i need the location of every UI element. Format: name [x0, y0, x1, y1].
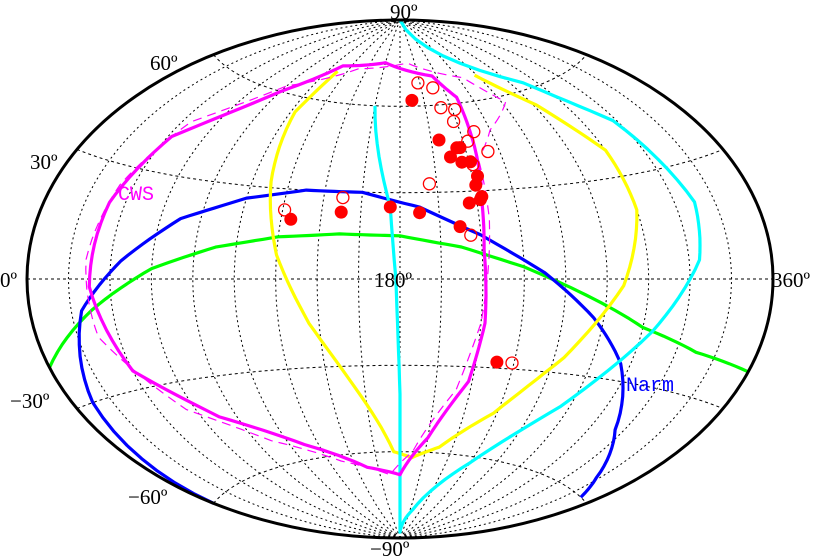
lon-180-label: 180º: [374, 268, 413, 292]
data-points: [277, 76, 519, 370]
open-point-0: [277, 203, 292, 217]
curve-5: [85, 62, 507, 476]
curve-1: [77, 188, 625, 505]
open-point-10: [461, 134, 475, 148]
meridian-80: [192, 19, 401, 539]
filled-point-3: [413, 206, 427, 220]
filled-point-8: [453, 141, 467, 155]
great-circle-curves: [48, 19, 749, 534]
filled-point-0: [284, 212, 298, 226]
lon-360-label: 360º: [772, 268, 811, 292]
open-point-8: [434, 101, 448, 115]
cws-label: CWS: [118, 184, 154, 207]
meridian-20: [67, 19, 401, 539]
filled-point-14: [475, 190, 489, 204]
lat-minus-30-label: −30º: [10, 389, 50, 413]
open-point-7: [426, 81, 440, 95]
curve-2: [268, 70, 639, 460]
curve-3: [373, 19, 702, 534]
filled-point-1: [334, 205, 348, 219]
filled-point-5: [432, 133, 446, 147]
lat-minus-90-label: −90º: [370, 537, 410, 559]
open-point-9: [467, 125, 481, 139]
open-point-11: [464, 228, 478, 242]
open-point-2: [466, 157, 480, 172]
narm-label: Narm: [626, 375, 674, 398]
filled-point-17: [490, 355, 504, 369]
curve-0: [48, 232, 749, 374]
open-point-5: [446, 114, 461, 129]
lon-0-label: 0º: [0, 268, 18, 292]
open-point-3: [481, 144, 495, 159]
lat-minus-60-label: −60º: [128, 485, 168, 509]
map-boundary: [25, 18, 775, 540]
meridian-300: [399, 19, 650, 539]
meridian-40: [109, 19, 401, 539]
lat-60-label: 60º: [150, 51, 178, 75]
open-point-4: [411, 76, 425, 90]
filled-point-6: [444, 150, 457, 164]
open-point-13: [336, 190, 350, 205]
lat-90-label: 90º: [390, 0, 418, 24]
filled-point-15: [453, 220, 467, 234]
parallel-30: [76, 149, 724, 194]
filled-point-12: [462, 196, 476, 210]
meridian-120: [275, 19, 401, 539]
filled-point-16: [469, 178, 483, 192]
parallel--30: [76, 364, 724, 409]
filled-point-10: [464, 155, 477, 169]
meridian-140: [316, 19, 401, 539]
open-point-12: [505, 356, 519, 370]
filled-point-2: [383, 200, 397, 214]
open-point-1: [422, 177, 437, 191]
lat-30-label: 30º: [30, 150, 58, 174]
open-point-6: [448, 102, 462, 117]
parallel-60: [213, 54, 587, 107]
filled-point-4: [405, 93, 419, 107]
curve-4: [87, 61, 488, 477]
